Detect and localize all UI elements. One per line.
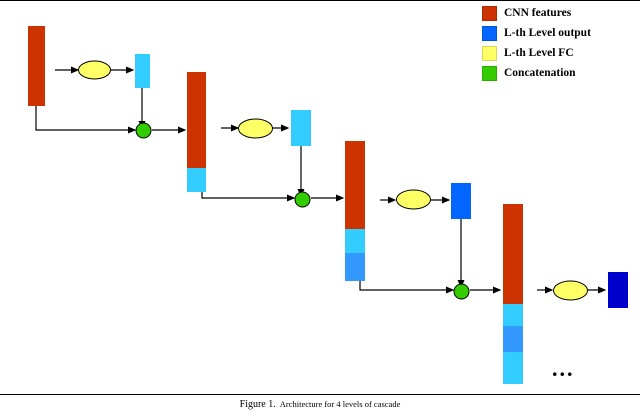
stage-3-cnn-features bbox=[345, 141, 365, 229]
stage-4-input-block-1 bbox=[503, 304, 523, 326]
stage-4-input-block-2 bbox=[503, 326, 523, 352]
figure-caption: Figure 1. Architecture for 4 levels of c… bbox=[0, 394, 640, 412]
caption-number: Figure 1. bbox=[239, 399, 276, 410]
stage-2-level-output bbox=[291, 110, 311, 146]
legend-item-level-output: L-th Level output bbox=[482, 24, 634, 42]
legend-label-level-output: L-th Level output bbox=[504, 27, 591, 39]
stage-1-cnn-features bbox=[28, 26, 45, 106]
stage-4-fc-ellipse bbox=[553, 280, 588, 301]
legend: CNN features L-th Level output L-th Leve… bbox=[482, 4, 634, 84]
legend-label-level-fc: L-th Level FC bbox=[504, 47, 574, 59]
legend-item-cnn-features: CNN features bbox=[482, 4, 634, 22]
stage-4-level-output bbox=[608, 272, 628, 308]
legend-swatch-cnn-features bbox=[482, 5, 497, 21]
caption-text: Architecture for 4 levels of cascade bbox=[279, 399, 401, 409]
stage-1-concat-node bbox=[135, 122, 152, 139]
legend-label-cnn-features: CNN features bbox=[504, 7, 572, 19]
stage-3-input-block-1 bbox=[345, 229, 365, 253]
stage-3-fc-ellipse bbox=[396, 189, 431, 210]
legend-item-concatenation: Concatenation bbox=[482, 64, 634, 82]
legend-swatch-level-fc bbox=[482, 45, 497, 61]
stage-2-input-output-block bbox=[187, 168, 206, 192]
stage-4-cnn-features bbox=[503, 204, 523, 304]
stage-2-cnn-features bbox=[187, 72, 206, 168]
stage-2-concat-node bbox=[294, 191, 311, 208]
stage-2-fc-ellipse bbox=[238, 118, 273, 139]
architecture-diagram: ... CNN features L-th Level output L-th … bbox=[28, 4, 634, 384]
legend-item-level-fc: L-th Level FC bbox=[482, 44, 634, 62]
bottom-rule bbox=[0, 394, 640, 395]
top-rule bbox=[0, 0, 640, 1]
stage-3-concat-node bbox=[453, 283, 470, 300]
legend-swatch-concatenation bbox=[482, 65, 497, 81]
stage-3-input-block-2 bbox=[345, 253, 365, 281]
ellipsis-dots: ... bbox=[552, 356, 575, 381]
stage-4-input-block-3 bbox=[503, 352, 523, 384]
connector-wires bbox=[35, 66, 607, 294]
legend-swatch-level-output bbox=[482, 25, 497, 41]
legend-label-concatenation: Concatenation bbox=[504, 67, 576, 79]
stage-1-fc-ellipse bbox=[78, 60, 111, 80]
stage-1-level-output bbox=[135, 54, 150, 88]
stage-3-level-output bbox=[451, 183, 471, 219]
